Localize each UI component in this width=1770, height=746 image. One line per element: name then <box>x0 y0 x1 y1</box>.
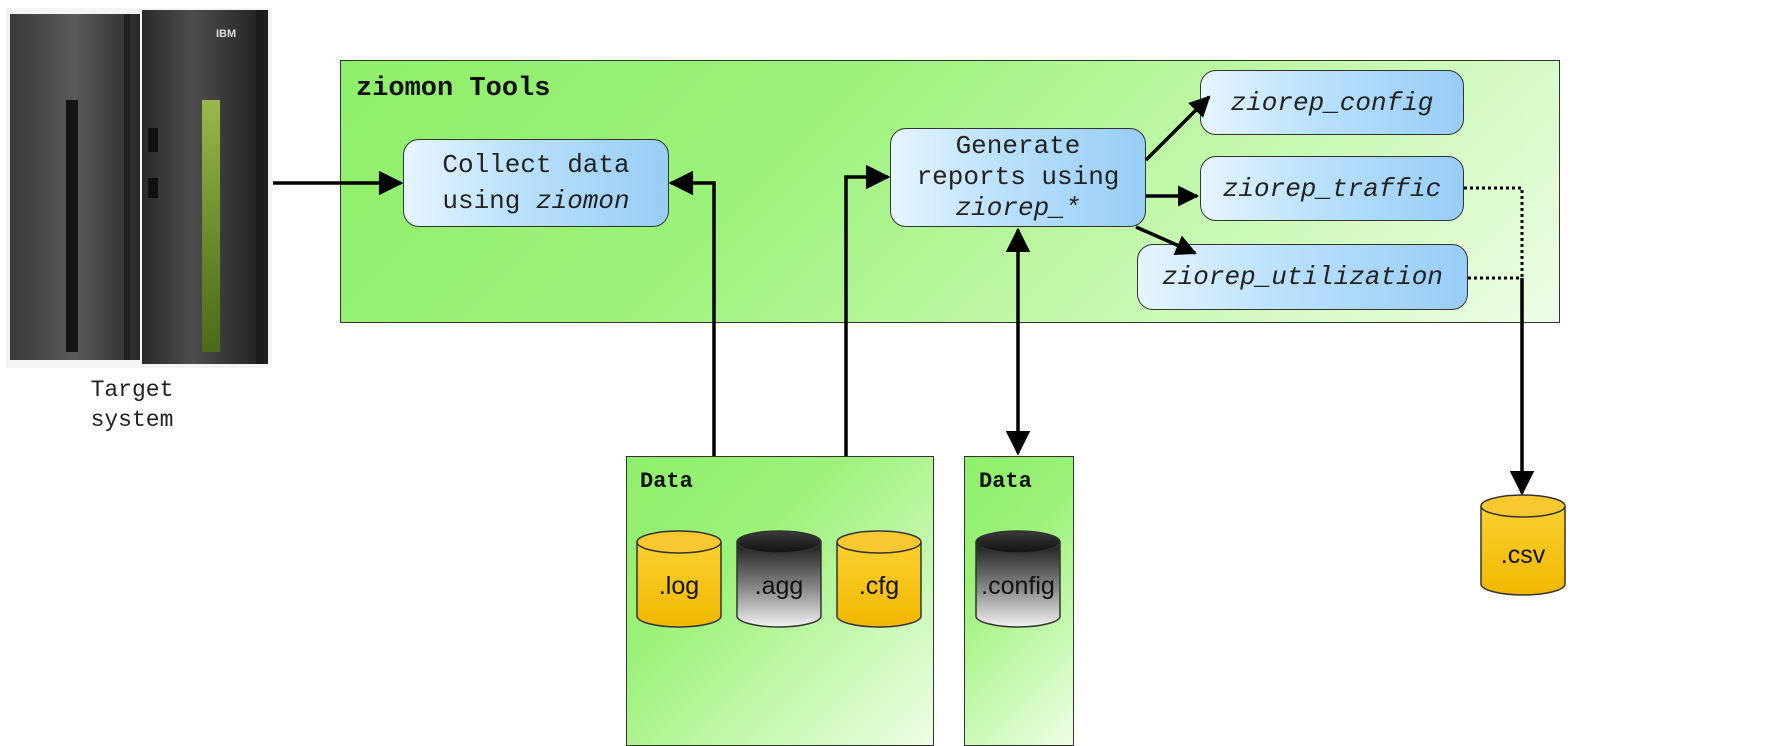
ziorep-utilization-box[interactable]: ziorep_utilization <box>1137 244 1468 310</box>
ziorep-traffic-box[interactable]: ziorep_traffic <box>1200 156 1464 221</box>
collect-line-2: using ziomon <box>442 186 630 216</box>
generate-line-3: ziorep_* <box>955 193 1081 223</box>
generate-line-2: reports using <box>916 162 1120 192</box>
collect-line-1: Collect data <box>442 150 630 180</box>
arrow-data-to-collect <box>668 170 716 456</box>
arrow-to-ziorep-config <box>1144 95 1211 162</box>
ziorep-config-box[interactable]: ziorep_config <box>1200 70 1464 135</box>
target-system-server: IBM <box>6 8 272 368</box>
arrow-to-ziorep-utilization <box>1135 225 1197 255</box>
data-panel-2-title: Data <box>979 469 1032 494</box>
log-file-cylinder <box>636 530 722 628</box>
ziomon-tools-title: ziomon Tools <box>356 74 551 104</box>
target-system-caption: Target system <box>90 377 174 433</box>
agg-file-cylinder <box>736 530 822 628</box>
csv-file-cylinder <box>1480 494 1566 596</box>
ziomon-tool-name: ziomon <box>536 186 630 216</box>
cfg-file-label: .cfg <box>858 572 900 600</box>
generate-reports-box[interactable]: Generate reports using ziorep_* <box>890 128 1146 227</box>
generate-line-1: Generate <box>955 131 1081 161</box>
dotted-line-traffic <box>1464 186 1524 278</box>
mainframe-icon <box>6 8 272 368</box>
csv-file-label: .csv <box>1500 541 1546 569</box>
log-file-label: .log <box>658 572 700 600</box>
collect-data-box[interactable]: Collect data using ziomon <box>403 139 669 227</box>
agg-file-label: .agg <box>754 572 804 600</box>
data-panel-1-title: Data <box>640 469 693 494</box>
ibm-logo: IBM <box>216 28 237 40</box>
config-file-label: .config <box>981 572 1055 600</box>
config-file-cylinder <box>975 530 1061 628</box>
arrow-data-to-generate <box>844 164 891 456</box>
cfg-file-cylinder <box>836 530 922 628</box>
